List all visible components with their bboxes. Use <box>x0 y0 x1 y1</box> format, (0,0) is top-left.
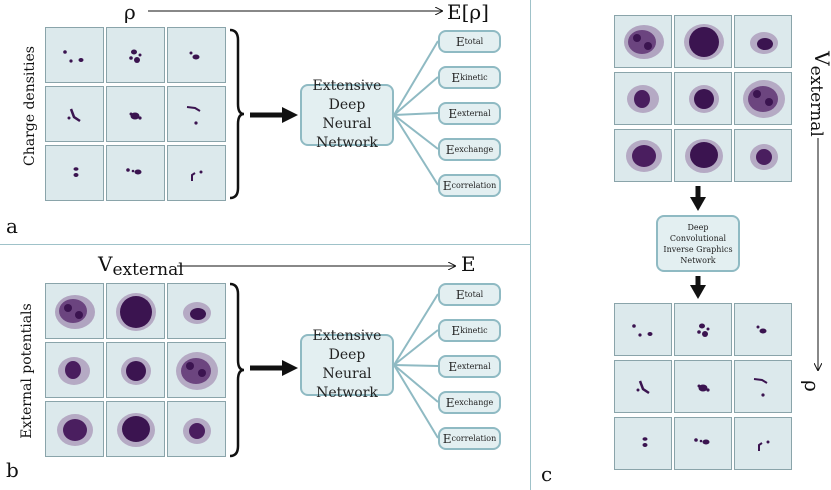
external-potential-tile <box>45 283 104 339</box>
input-potential-tile <box>614 15 672 68</box>
input-potential-tile <box>734 72 792 125</box>
charge-density-tile <box>106 86 165 142</box>
panel-a-brace <box>229 28 245 200</box>
input-potential-tile <box>614 72 672 125</box>
panel-b-fanout-lines <box>393 293 439 439</box>
panel-c-down-arrow-2 <box>690 276 706 299</box>
charge-density-tile <box>167 27 226 83</box>
panel-c-network-box: Deep Convolutional Inverse Graphics Netw… <box>656 215 740 272</box>
charge-density-tile <box>106 27 165 83</box>
output-density-tile <box>614 360 672 413</box>
vertical-divider <box>530 0 531 490</box>
output-density-tile <box>734 417 792 470</box>
input-potential-tile <box>734 129 792 182</box>
external-potential-tile <box>45 401 104 457</box>
panel-b-thick-arrow <box>250 360 298 376</box>
panel-a-thick-arrow <box>250 107 298 123</box>
network-line: Extensive <box>312 328 382 344</box>
input-potential-tile <box>674 15 732 68</box>
horizontal-divider <box>0 244 531 245</box>
external-potential-tile <box>167 342 226 398</box>
network-line: Network <box>316 135 378 151</box>
charge-density-tile <box>45 27 104 83</box>
output-density-tile <box>734 360 792 413</box>
network-line: Convolutional <box>669 233 727 243</box>
panel-a-arrow-end-label: E[ρ] <box>447 0 489 24</box>
input-potential-tile <box>674 129 732 182</box>
panel-a-network-box: Extensive Deep Neural Network <box>300 78 394 151</box>
panel-b-arrow-start-label: Vexternal <box>98 252 184 280</box>
external-potential-tile <box>106 401 165 457</box>
output-density-tile <box>674 360 732 413</box>
panel-a-letter: a <box>6 214 18 238</box>
external-potential-tile <box>106 342 165 398</box>
panel-a-arrow-start-label: ρ <box>124 0 136 24</box>
output-density-tile <box>674 417 732 470</box>
external-potential-tile <box>45 342 104 398</box>
charge-density-tile <box>167 86 226 142</box>
panel-b-brace <box>229 282 245 458</box>
output-density-tile <box>614 417 672 470</box>
panel-a-fanout-lines <box>393 40 439 186</box>
panel-c-letter: c <box>541 462 553 486</box>
panel-b-arrow-end-label: E <box>461 252 476 276</box>
network-line: Deep Neural <box>322 97 372 132</box>
charge-density-tile <box>167 145 226 201</box>
network-line: Deep Neural <box>322 347 372 382</box>
network-line: Extensive <box>312 78 382 94</box>
panel-b-letter: b <box>6 458 19 482</box>
output-density-tile <box>674 303 732 356</box>
output-density-tile <box>734 303 792 356</box>
network-line: Inverse Graphics <box>663 244 733 254</box>
external-potential-tile <box>106 283 165 339</box>
charge-density-tile <box>45 145 104 201</box>
network-line: Network <box>680 255 716 265</box>
network-line: Network <box>316 385 378 401</box>
output-density-tile <box>614 303 672 356</box>
input-potential-tile <box>734 15 792 68</box>
charge-density-tile <box>106 145 165 201</box>
panel-b-network-box: Extensive Deep Neural Network <box>300 328 394 401</box>
external-potential-tile <box>167 401 226 457</box>
input-potential-tile <box>674 72 732 125</box>
charge-density-tile <box>45 86 104 142</box>
input-potential-tile <box>614 129 672 182</box>
panel-c-down-arrow-1 <box>690 186 706 211</box>
network-line: Deep <box>687 222 709 232</box>
external-potential-tile <box>167 283 226 339</box>
